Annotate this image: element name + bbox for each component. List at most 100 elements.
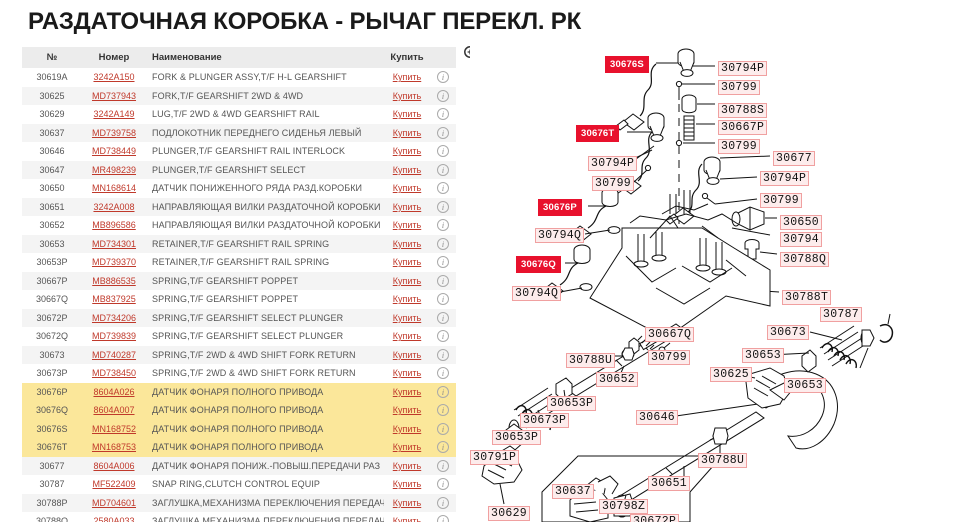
info-icon[interactable]: i [437, 126, 449, 139]
diagram-callout[interactable]: 30794Q [535, 228, 585, 243]
info-icon[interactable]: i [437, 496, 449, 509]
column-header-part[interactable]: Номер [80, 47, 146, 68]
part-code-link[interactable]: MD739758 [91, 127, 137, 138]
diagram-callout-highlighted[interactable]: 30676P [538, 199, 582, 216]
part-code-link[interactable]: MD739370 [91, 257, 137, 268]
part-code-link[interactable]: 8604A026 [93, 386, 135, 397]
diagram-callout[interactable]: 30653 [784, 378, 827, 393]
diagram-callout[interactable]: 30650 [780, 215, 823, 230]
diagram-callout[interactable]: 30673P [520, 413, 570, 428]
buy-link[interactable]: Купить [392, 109, 422, 120]
info-icon[interactable]: i [437, 293, 449, 306]
diagram-callout[interactable]: 30799 [760, 193, 803, 208]
diagram-callout[interactable]: 30794Q [512, 286, 562, 301]
info-icon[interactable]: i [437, 274, 449, 287]
buy-link[interactable]: Купить [392, 127, 422, 138]
info-icon[interactable]: i [437, 163, 449, 176]
info-icon[interactable]: i [437, 256, 449, 269]
info-icon[interactable]: i [437, 422, 449, 435]
buy-link[interactable]: Купить [392, 368, 422, 379]
buy-link[interactable]: Купить [392, 164, 422, 175]
part-code-link[interactable]: MD739839 [91, 331, 137, 342]
diagram-callout[interactable]: 30794P [718, 61, 768, 76]
info-icon[interactable]: i [437, 367, 449, 380]
info-icon[interactable]: i [437, 237, 449, 250]
info-icon[interactable]: i [437, 441, 449, 454]
info-icon[interactable]: i [437, 219, 449, 232]
part-code-link[interactable]: MD704601 [91, 497, 137, 508]
part-code-link[interactable]: MB896586 [92, 220, 136, 231]
column-header-number[interactable]: № [22, 47, 80, 68]
diagram-callout-highlighted[interactable]: 30676Q [516, 256, 562, 273]
diagram-callout[interactable]: 30794P [588, 156, 638, 171]
part-code-link[interactable]: 8604A006 [93, 460, 135, 471]
buy-link[interactable]: Купить [392, 516, 422, 522]
diagram-callout[interactable]: 30791P [470, 450, 520, 465]
buy-link[interactable]: Купить [392, 294, 422, 305]
diagram-callout-highlighted[interactable]: 30676S [605, 56, 649, 73]
buy-link[interactable]: Купить [392, 220, 422, 231]
part-code-link[interactable]: 3242A150 [93, 72, 135, 83]
info-icon[interactable]: i [437, 459, 449, 472]
info-icon[interactable]: i [437, 385, 449, 398]
buy-link[interactable]: Купить [392, 405, 422, 416]
diagram-callout[interactable]: 30653P [547, 396, 597, 411]
buy-link[interactable]: Купить [392, 331, 422, 342]
part-code-link[interactable]: MD737943 [91, 90, 137, 101]
diagram-callout[interactable]: 30672P [630, 514, 680, 522]
buy-link[interactable]: Купить [392, 146, 422, 157]
diagram-callout[interactable]: 30788T [782, 290, 832, 305]
column-header-buy[interactable]: Купить [384, 47, 428, 68]
diagram-callout[interactable]: 30637 [552, 484, 595, 499]
buy-link[interactable]: Купить [392, 423, 422, 434]
info-icon[interactable]: i [437, 71, 449, 84]
info-icon[interactable]: i [437, 311, 449, 324]
part-code-link[interactable]: MR498239 [91, 164, 137, 175]
part-code-link[interactable]: MN168753 [91, 442, 137, 453]
info-icon[interactable]: i [437, 348, 449, 361]
diagram-callout[interactable]: 30629 [488, 506, 531, 521]
diagram-callout[interactable]: 30667P [718, 120, 768, 135]
part-code-link[interactable]: MD734301 [91, 238, 137, 249]
info-icon[interactable]: i [437, 515, 449, 522]
part-code-link[interactable]: MD734206 [91, 312, 137, 323]
diagram-callout[interactable]: 30799 [718, 139, 761, 154]
info-icon[interactable]: i [437, 330, 449, 343]
part-code-link[interactable]: MB886535 [92, 275, 136, 286]
part-code-link[interactable]: MN168614 [91, 183, 137, 194]
diagram-callout[interactable]: 30651 [648, 476, 691, 491]
diagram-callout[interactable]: 30788S [718, 103, 768, 118]
buy-link[interactable]: Купить [392, 497, 422, 508]
diagram-callout[interactable]: 30799 [592, 176, 635, 191]
part-code-link[interactable]: MD738449 [91, 146, 137, 157]
diagram-callout[interactable]: 30794P [760, 171, 810, 186]
info-icon[interactable]: i [437, 108, 449, 121]
diagram-callout[interactable]: 30788Q [780, 252, 830, 267]
buy-link[interactable]: Купить [392, 386, 422, 397]
exploded-parts-diagram[interactable]: 30676S 30794P 30799 30788S 30667P 30676T 30799… [470, 38, 960, 522]
diagram-callout[interactable]: 30798Z [599, 499, 649, 514]
diagram-callout[interactable]: 30646 [636, 410, 679, 425]
part-code-link[interactable]: MD740287 [91, 349, 137, 360]
buy-link[interactable]: Купить [392, 460, 422, 471]
buy-link[interactable]: Купить [392, 275, 422, 286]
diagram-callout-highlighted[interactable]: 30676T [576, 125, 620, 142]
diagram-callout[interactable]: 30625 [710, 367, 753, 382]
